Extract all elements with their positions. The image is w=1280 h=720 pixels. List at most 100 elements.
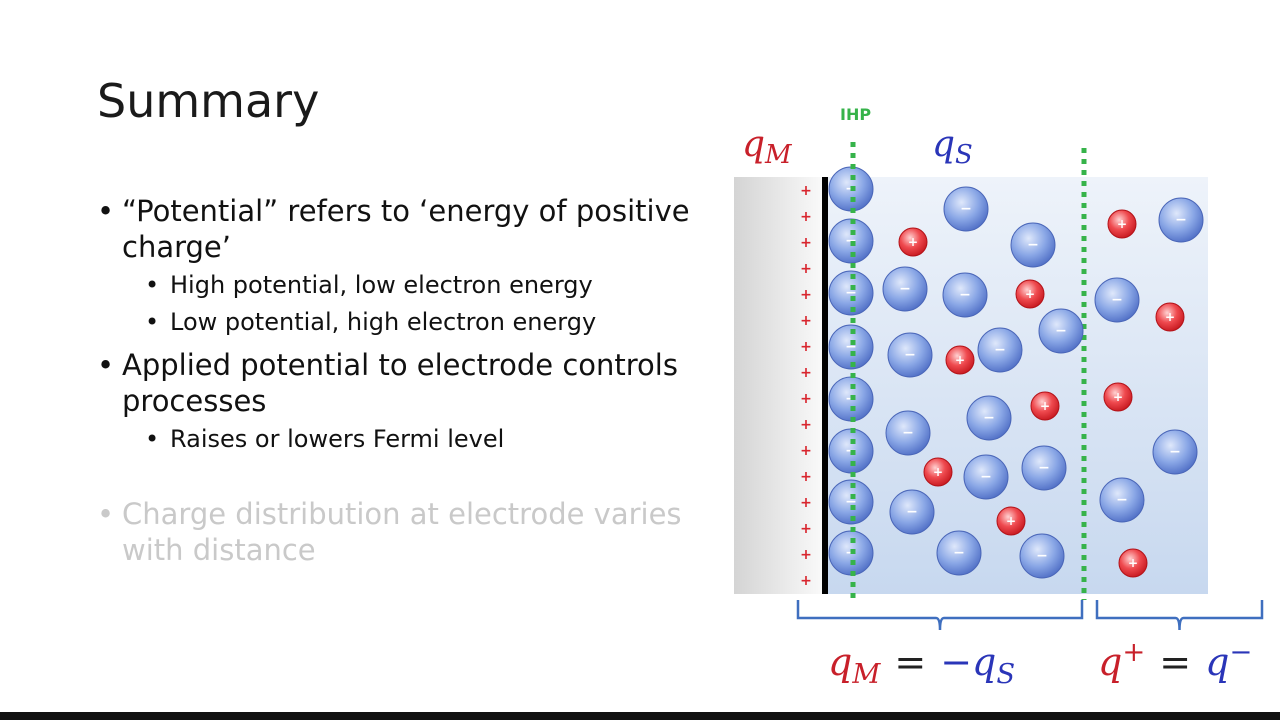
anion-minus-sign: − [845,494,857,510]
anion-ball [1019,533,1065,579]
anion-ball [828,479,874,525]
cation-ball [1107,209,1137,239]
eq-qm-symbol: q [828,640,853,684]
bullet-dot-icon: • [97,497,115,531]
eq-equals: = [894,640,927,684]
ihp-label: IHP [840,105,872,124]
anion-minus-sign: − [902,425,914,441]
cation-ball [898,227,928,257]
anion-minus-sign: − [845,339,857,355]
anion-ball [1152,429,1198,475]
brace-bulk [1095,600,1264,631]
eq-qs-subscript: S [996,658,1016,690]
electrode-metal [734,177,824,594]
eq-qplus-symbol: q [1098,640,1123,684]
anion-minus-sign: − [959,287,971,303]
cation-ball [1155,302,1185,332]
cation-ball [1015,279,1045,309]
anion-ball [887,332,933,378]
anion-minus-sign: − [899,281,911,297]
electrode-charge-plus: + [800,365,812,381]
cation-plus-sign: + [1128,556,1138,570]
bullet-dot-icon: • [97,194,115,228]
qm-symbol: q [742,124,766,165]
cation-plus-sign: + [1025,287,1035,301]
slide-title: Summary [97,74,320,128]
electrode-charge-plus: + [800,495,812,511]
cation-plus-sign: + [955,353,965,367]
eq-plus-superscript: + [1122,637,1146,669]
eq-minus-superscript: − [1229,637,1253,669]
brace-double-layer [796,600,1084,631]
anion-ball [943,186,989,232]
qm-label: qM [742,124,792,170]
anion-minus-sign: − [1036,548,1048,564]
sub-bullet-text: Low potential, high electron energy [170,308,597,336]
sub-bullet-item: • Raises or lowers Fermi level [97,421,727,458]
equation-charge-balance: qM = −qS [828,640,1015,690]
eq-qminus-symbol: q [1205,640,1230,684]
anion-minus-sign: − [953,545,965,561]
cation-plus-sign: + [1117,217,1127,231]
cation-ball [945,345,975,375]
sub-bullet-text: Raises or lowers Fermi level [170,425,505,453]
sub-bullet-text: High potential, low electron energy [170,271,593,299]
qs-label: qS [932,124,973,170]
sub-bullet-item: • High potential, low electron energy [97,267,727,304]
cation-ball [1118,548,1148,578]
electrode-surface-line [822,177,828,594]
anion-ball [828,270,874,316]
cation-ball [1103,382,1133,412]
bullet-item: • Applied potential to electrode control… [97,347,727,419]
anion-ball [1158,197,1204,243]
anion-minus-sign: − [1169,444,1181,460]
anion-minus-sign: − [983,410,995,426]
qm-subscript: M [765,140,792,171]
electrode-charge-plus: + [800,417,812,433]
sub-bullet-item: • Low potential, high electron energy [97,304,727,341]
anion-minus-sign: − [1175,212,1187,228]
bullet-list: • “Potential” refers to ‘energy of posit… [97,193,727,568]
anion-minus-sign: − [1055,323,1067,339]
bullet-dot-icon: • [145,425,160,453]
electrode-charge-plus: + [800,469,812,485]
cation-ball [996,506,1026,536]
anion-minus-sign: − [845,285,857,301]
electrode-charge-plus: + [800,521,812,537]
anion-minus-sign: − [906,504,918,520]
anion-ball [963,454,1009,500]
anion-ball [966,395,1012,441]
anion-minus-sign: − [994,342,1006,358]
bottom-bar [0,712,1280,720]
anion-minus-sign: − [960,201,972,217]
cation-plus-sign: + [1113,390,1123,404]
bullet-dot-icon: • [97,348,115,382]
bullet-dot-icon: • [145,271,160,299]
anion-ball [828,324,874,370]
electrode-charge-plus: + [800,287,812,303]
anion-minus-sign: − [904,347,916,363]
cation-plus-sign: + [1006,514,1016,528]
electrode-charge-plus: + [800,547,812,563]
electrode-charge-plus: + [800,573,812,589]
electrode-charge-plus: + [800,313,812,329]
bullet-dot-icon: • [145,308,160,336]
electrode-charge-plus: + [800,209,812,225]
eq-qm-subscript: M [852,658,881,690]
electrode-charge-plus: + [800,235,812,251]
eq-neg-qs-symbol: −q [940,640,997,684]
cation-ball [923,457,953,487]
bullet-item: • “Potential” refers to ‘energy of posit… [97,193,727,265]
anion-minus-sign: − [980,469,992,485]
electrode-charge-plus: + [800,391,812,407]
anion-ball [1099,477,1145,523]
cation-plus-sign: + [933,465,943,479]
anion-ball [889,489,935,535]
electrode-charge-plus: + [800,443,812,459]
anion-ball [1038,308,1084,354]
anion-minus-sign: − [1038,460,1050,476]
anion-minus-sign: − [1111,292,1123,308]
anion-minus-sign: − [1027,237,1039,253]
